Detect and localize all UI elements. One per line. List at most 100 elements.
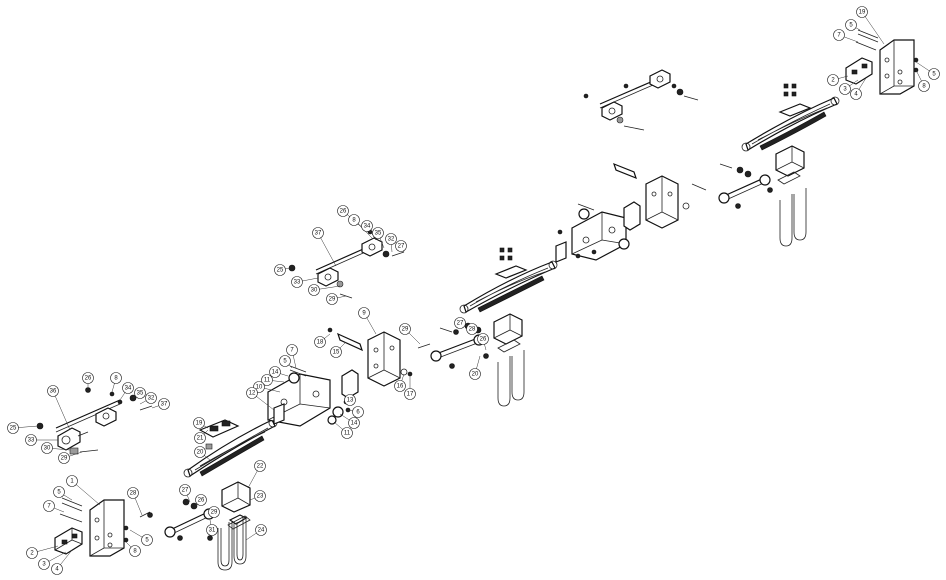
callout-bubble [127,487,139,499]
callout-25: 25 [7,422,19,434]
callout-bubble [358,307,370,319]
callout-bubble [314,336,326,348]
callout-bubble [145,392,157,404]
callout-5: 5 [928,68,940,80]
callout-bubble [330,346,342,358]
callout-number: 5 [283,358,287,364]
callout-bubble [352,406,364,418]
callout-number: 7 [290,347,294,353]
callout-9: 9 [358,307,370,319]
callout-26: 26 [477,333,489,345]
top-shackle-kit [583,69,699,131]
callout-11: 11 [341,427,353,439]
callout-number: 11 [344,430,351,436]
callout-19: 19 [193,417,205,429]
callout-bubble [469,368,481,380]
callout-number: 36 [50,388,57,394]
callout-bubble [25,434,37,446]
middle-torque-arm [417,322,489,369]
callout-bubble [47,385,59,397]
center-hanger-bracket-1 [267,365,359,427]
rear-leaf-spring [741,83,840,152]
callout-number: 31 [209,527,216,533]
middle-axle-seat [493,313,523,353]
callout-number: 3 [843,86,847,92]
callout-4: 4 [850,88,862,100]
callout-bubble [254,490,266,502]
callout-bubble [208,506,220,518]
callout-bubble [26,547,38,559]
callout-37: 37 [312,227,324,239]
callout-bubble [261,374,273,386]
callout-15: 15 [330,346,342,358]
callout-bubble [51,563,63,575]
callout-number: 33 [28,437,35,443]
callout-2: 2 [26,547,38,559]
callout-number: 27 [182,487,189,493]
callout-number: 35 [375,230,382,236]
callout-13: 13 [344,394,356,406]
callout-number: 23 [257,493,264,499]
callout-35: 35 [134,387,146,399]
callout-number: 34 [125,385,132,391]
callout-bubble [53,486,65,498]
callout-27: 27 [454,317,466,329]
callout-3: 3 [839,83,851,95]
callout-bubble [194,446,206,458]
callout-35: 35 [372,227,384,239]
callout-bubble [341,427,353,439]
second-shackle-kit [288,229,405,299]
callout-number: 19 [196,420,203,426]
callout-3: 3 [38,558,50,570]
callout-33: 33 [291,276,303,288]
callout-16: 16 [394,380,406,392]
callout-number: 27 [457,320,464,326]
callout-number: 29 [329,296,336,302]
callout-number: 8 [352,217,356,223]
callout-number: 4 [55,566,59,572]
callout-bubble [129,545,141,557]
callout-26: 26 [82,372,94,384]
callout-number: 7 [47,503,51,509]
callout-bubble [845,19,857,31]
callout-34: 34 [361,220,373,232]
callout-bubble [399,323,411,335]
callout-number: 5 [849,22,853,28]
callout-bubble [827,74,839,86]
front-shackle-kit [36,387,153,455]
callout-bubble [337,205,349,217]
callout-bubble [122,382,134,394]
callout-number: 18 [317,339,324,345]
center-spring-hanger-2 [613,162,707,229]
callout-5: 5 [845,19,857,31]
callout-number: 29 [211,509,218,515]
callout-bubble [477,333,489,345]
callout-number: 16 [397,383,404,389]
callout-number: 26 [340,208,347,214]
callout-number: 5 [145,537,149,543]
callout-28: 28 [466,323,478,335]
callout-number: 29 [402,326,409,332]
callout-bubble [206,524,218,536]
rear-u-bolts [779,188,807,247]
callout-number: 9 [362,310,366,316]
callout-bubble [348,417,360,429]
callout-5: 5 [53,486,65,498]
callout-11: 11 [261,374,273,386]
callout-1: 1 [66,475,78,487]
front-hanger-bracket [89,499,125,557]
callout-32: 32 [385,233,397,245]
callout-bubble [179,484,191,496]
callout-bubble [158,398,170,410]
leader-line [52,390,71,431]
callout-bubble [326,293,338,305]
callout-19: 19 [856,6,868,18]
callout-bubble [41,442,53,454]
callout-8: 8 [110,372,122,384]
callout-29: 29 [208,506,220,518]
callout-number: 1 [70,478,74,484]
callout-number: 4 [854,91,858,97]
callout-bubble [385,233,397,245]
